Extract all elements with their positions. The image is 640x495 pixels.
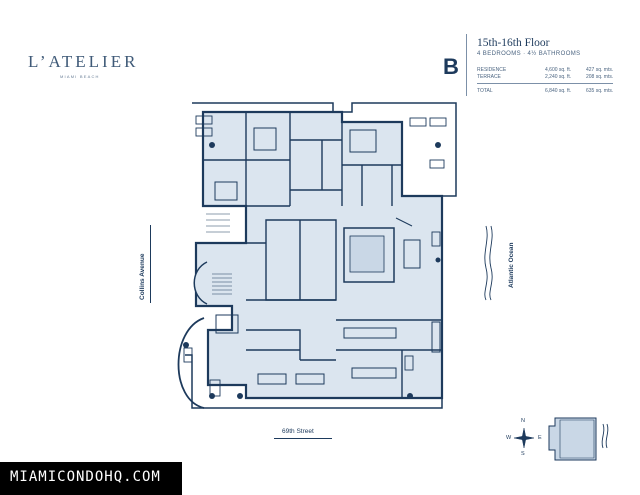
living-sofas xyxy=(257,217,421,385)
street-south-label: 69th Street xyxy=(282,428,314,435)
dining-bench xyxy=(343,327,397,339)
dining-table xyxy=(431,321,441,353)
area-sqft-terrace: 2,240 sq. ft. xyxy=(545,74,572,80)
info-divider xyxy=(466,34,467,96)
area-sqm-residence: 427 sq. mts. xyxy=(586,67,614,73)
area-sqm-total: 635 sq. mts. xyxy=(586,88,614,94)
area-sqft-residence: 4,600 sq. ft. xyxy=(545,67,572,73)
street-east-label: Atlantic Ocean xyxy=(508,242,515,288)
compass-e: E xyxy=(538,435,542,441)
key-plan xyxy=(548,417,597,461)
compass-w: W xyxy=(506,435,512,441)
area-label-residence: RESIDENCE xyxy=(477,67,507,73)
brand-location: MIAMI BEACH xyxy=(60,74,100,79)
watermark-banner: MIAMICONDOHQ.COM xyxy=(0,462,182,495)
compass-rose xyxy=(513,427,535,449)
unit-letter: B xyxy=(443,54,459,79)
area-label-total: TOTAL xyxy=(477,88,493,94)
compass-s: S xyxy=(521,451,525,457)
street-west-label: Collins Avenue xyxy=(139,253,146,300)
dining-table-2 xyxy=(351,367,397,379)
watermark-text: MIAMICONDOHQ.COM xyxy=(10,469,161,485)
bed-bath-summary: 4 BEDROOMS · 4½ BATHROOMS xyxy=(477,51,581,57)
total-separator xyxy=(477,83,613,84)
area-sqft-total: 6,840 sq. ft. xyxy=(545,88,572,94)
stair-bay xyxy=(193,261,208,305)
interior-area xyxy=(194,110,444,400)
ocean-waves xyxy=(484,225,609,449)
interior-walls xyxy=(203,112,442,398)
planters xyxy=(183,142,441,399)
curved-terrace xyxy=(177,317,205,409)
brand-logo: L’ATELIER xyxy=(28,52,139,71)
area-label-terrace: TERRACE xyxy=(477,74,501,80)
stairs xyxy=(206,213,232,295)
bedroom-beds xyxy=(214,127,377,334)
compass-n: N xyxy=(521,418,525,424)
street-south-line xyxy=(274,438,332,439)
floor-title: 15th-16th Floor xyxy=(477,37,550,49)
street-west-line xyxy=(150,225,151,303)
area-sqm-terrace: 208 sq. mts. xyxy=(586,74,614,80)
terrace-outline xyxy=(185,102,457,409)
kitchen-island xyxy=(343,227,395,283)
terrace-loungers xyxy=(183,115,447,397)
